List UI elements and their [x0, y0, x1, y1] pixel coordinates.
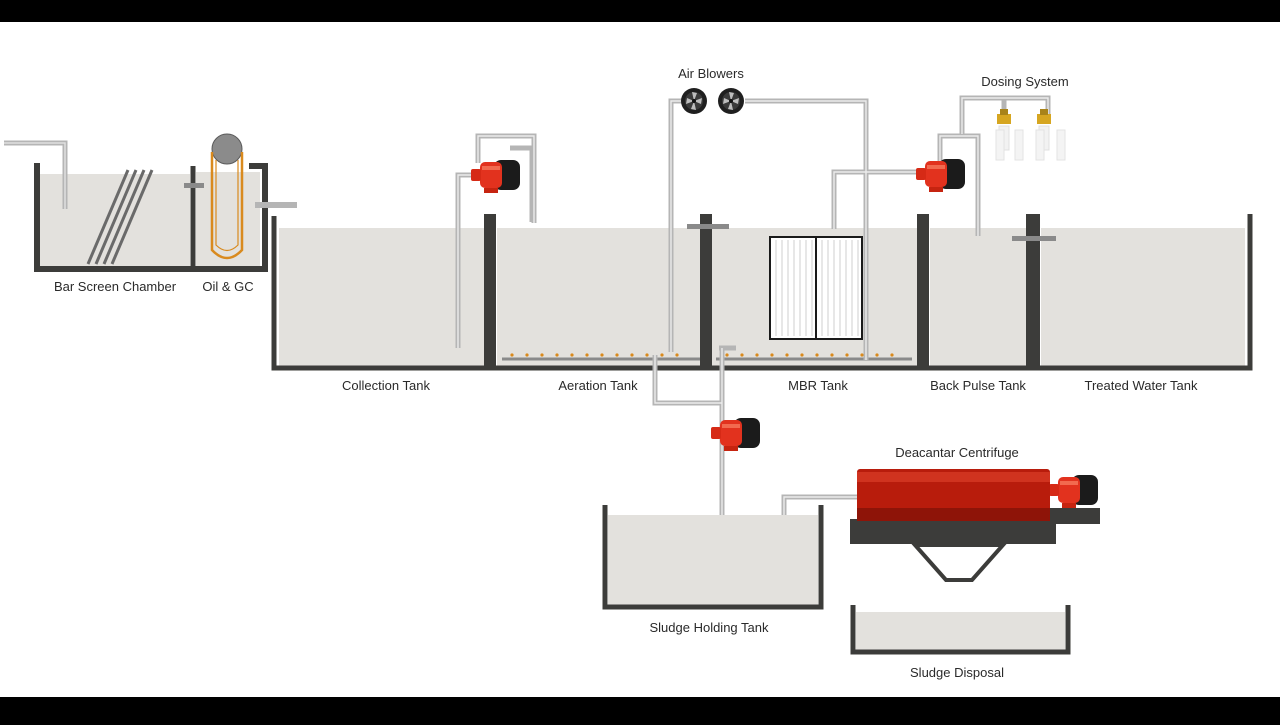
sludge-disposal-label: Sludge Disposal — [910, 665, 1004, 680]
piping-highlight — [457, 97, 1049, 520]
collection-tank-label: Collection Tank — [342, 378, 430, 393]
sludge-disposal-bin — [850, 605, 1071, 655]
air-blowers-label: Air Blowers — [678, 66, 744, 81]
sludge-holding-label: Sludge Holding Tank — [649, 620, 769, 635]
aeration-tank-label: Aeration Tank — [558, 378, 638, 393]
decanter-label: Deacantar Centrifuge — [895, 445, 1019, 460]
treated-water-tank-label: Treated Water Tank — [1085, 378, 1198, 393]
main-tank-train — [271, 214, 1253, 371]
bar-screen-label: Bar Screen Chamber — [54, 279, 177, 294]
fan-icon[interactable] — [718, 88, 744, 114]
dosing-system-label: Dosing System — [981, 74, 1068, 89]
mbr-tank-label: MBR Tank — [788, 378, 848, 393]
fan-icon[interactable] — [681, 88, 707, 114]
sludge-holding-tank — [602, 505, 824, 610]
decanter-centrifuge[interactable] — [850, 469, 1100, 582]
back-pulse-tank-label: Back Pulse Tank — [930, 378, 1026, 393]
oil-gc-label: Oil & GC — [202, 279, 253, 294]
bar-screen-chamber — [4, 133, 297, 272]
